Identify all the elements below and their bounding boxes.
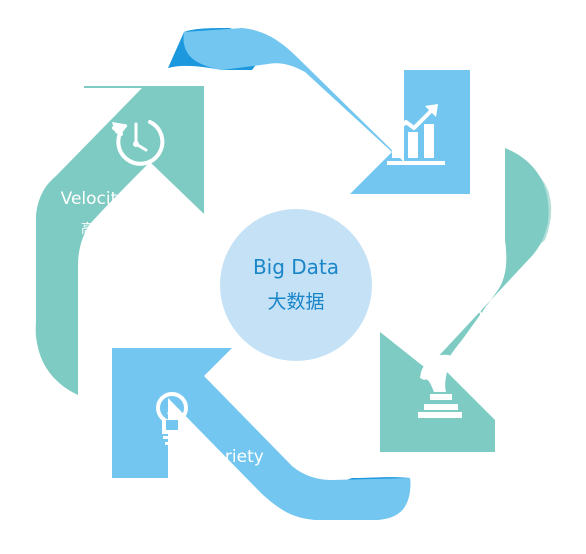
chess-knight-icon bbox=[418, 354, 462, 418]
variety-label: Variety bbox=[204, 447, 264, 467]
variety-arrow bbox=[112, 348, 411, 520]
lightbulb-icon bbox=[156, 392, 188, 445]
center-node: Big Data 大数据 bbox=[220, 209, 372, 361]
velocity-label-cn: 高速 bbox=[81, 221, 107, 237]
center-title: Big Data bbox=[253, 255, 339, 279]
center-circle bbox=[220, 209, 372, 361]
segment-variety: Variety 多样 bbox=[112, 348, 411, 520]
value-label: Value bbox=[477, 303, 524, 323]
velocity-label: Velocity bbox=[61, 189, 128, 209]
center-subtitle: 大数据 bbox=[267, 291, 324, 313]
bar-chart-icon bbox=[387, 104, 445, 165]
segment-value: Value 高价值 bbox=[380, 148, 552, 452]
value-label-cn: 高价值 bbox=[480, 334, 519, 350]
stopwatch-icon bbox=[112, 120, 165, 166]
variety-label-cn: 多样 bbox=[221, 478, 247, 494]
volume-label-cn: 大量 bbox=[346, 87, 372, 102]
volume-label: Volume bbox=[327, 59, 390, 79]
segment-volume: Volume 大量 bbox=[168, 28, 470, 194]
volume-arrow bbox=[183, 28, 470, 194]
velocity-arrow bbox=[36, 86, 204, 395]
segment-velocity: Velocity 高速 bbox=[35, 86, 204, 395]
